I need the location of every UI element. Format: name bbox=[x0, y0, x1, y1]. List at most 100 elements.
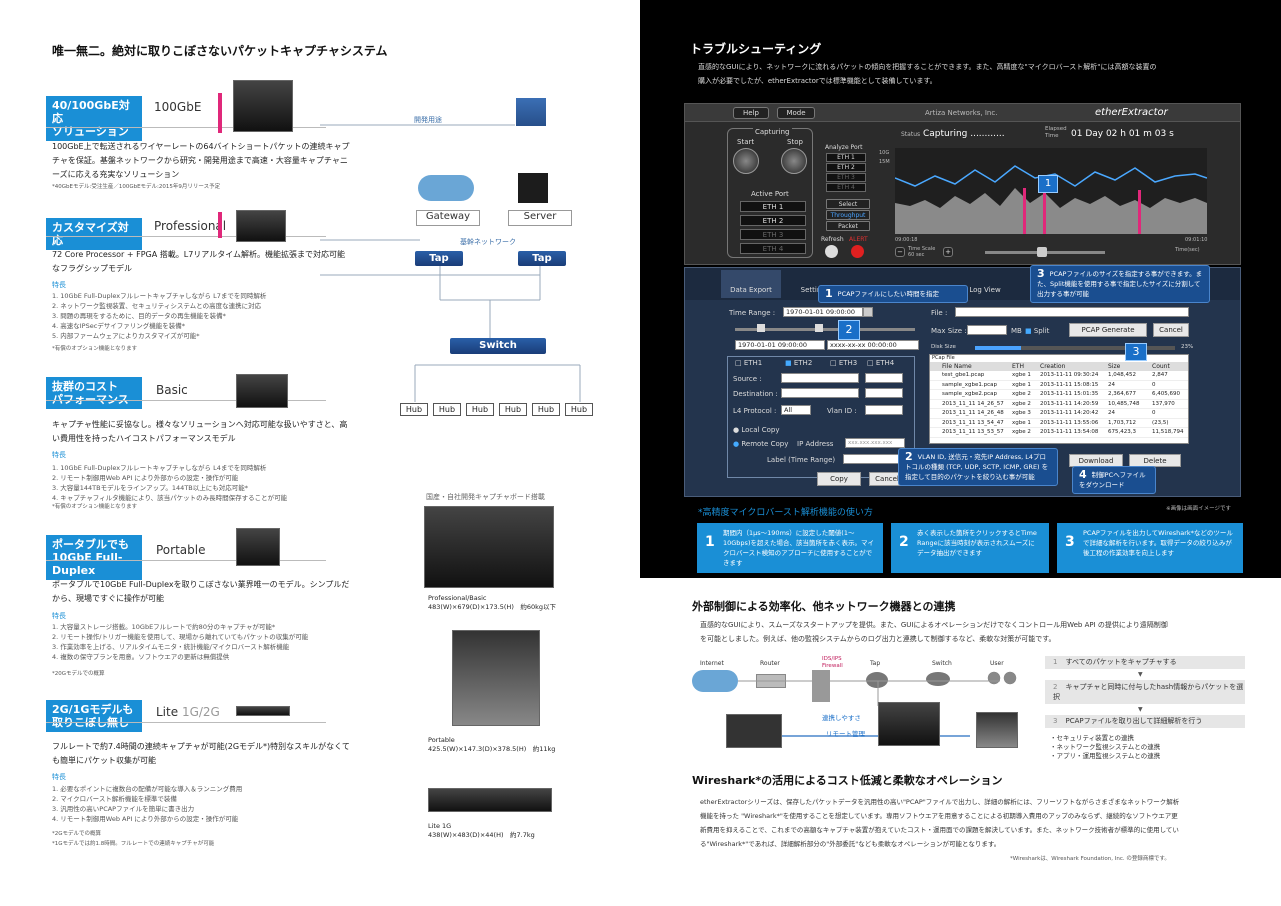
active-port-eth3[interactable]: ETH 3 bbox=[740, 229, 806, 240]
file-label: File : bbox=[931, 309, 948, 317]
pcap-generate-button[interactable]: PCAP Generate bbox=[1069, 323, 1147, 337]
max-size-field[interactable] bbox=[967, 325, 1007, 335]
table-header: File Name ETH Creation Size Count bbox=[930, 362, 1188, 371]
copy-button[interactable]: Copy bbox=[817, 472, 861, 486]
cat3-feat-title: 特長 bbox=[52, 451, 66, 459]
disk-usage-percent: 23% bbox=[1181, 344, 1194, 350]
elapsed-label: Elapsed Time bbox=[1045, 126, 1067, 139]
cat4-desc: ポータブルで10GbE Full-Duplexを取りこぼさない業界唯一のモデル。… bbox=[52, 580, 350, 603]
tab-log-view[interactable]: Log View bbox=[969, 286, 1001, 294]
stop-button[interactable] bbox=[781, 148, 807, 174]
source-port-field[interactable] bbox=[865, 373, 903, 383]
remote-copy-option[interactable]: ● Remote Copy bbox=[733, 440, 789, 448]
tap-right: Tap bbox=[518, 251, 566, 266]
table-cell: 2013_11_11 14_26_57 bbox=[942, 400, 1004, 407]
active-port-eth4[interactable]: ETH 4 bbox=[740, 243, 806, 254]
filter-eth2[interactable]: ■ ETH2 bbox=[785, 359, 813, 367]
time-range-field[interactable]: 1970-01-01 09:00:00 bbox=[783, 307, 863, 317]
table-cell: 2013-11-11 15:08:15 bbox=[1040, 381, 1099, 388]
cat5-device-image bbox=[236, 706, 290, 716]
analyze-port-eth1[interactable]: ETH 1 bbox=[826, 153, 866, 162]
app-capture-panel: Help Mode Artiza Networks, Inc. etherExt… bbox=[684, 103, 1241, 265]
active-port-eth2[interactable]: ETH 2 bbox=[740, 215, 806, 226]
ip-address-field[interactable]: xxx.xxx.xxx.xxx bbox=[845, 438, 905, 448]
flow-step-1-text: すべてのパケットをキャプチャする bbox=[1065, 658, 1177, 666]
flow-arrow: ▼ bbox=[1138, 671, 1143, 678]
tap-left: Tap bbox=[415, 251, 463, 266]
packet-button[interactable]: Packet bbox=[826, 221, 870, 231]
network-diagram-lines bbox=[320, 124, 581, 402]
throughput-graph[interactable] bbox=[894, 148, 1208, 234]
start-button[interactable] bbox=[733, 148, 759, 174]
filter-eth4[interactable]: □ ETH4 bbox=[867, 359, 895, 367]
destination-field[interactable] bbox=[781, 388, 859, 398]
range-slider[interactable] bbox=[735, 328, 915, 331]
active-port-eth1[interactable]: ETH 1 bbox=[740, 201, 806, 212]
callout-2-num: 2 bbox=[905, 450, 913, 463]
split-checkbox[interactable]: ■ Split bbox=[1025, 327, 1050, 335]
file-field[interactable] bbox=[955, 307, 1189, 317]
local-copy-option[interactable]: ● Local Copy bbox=[733, 426, 780, 434]
status-label: Status bbox=[901, 131, 921, 138]
throughput-button[interactable]: Throughput bbox=[826, 210, 870, 220]
pcap-cancel-button[interactable]: Cancel bbox=[1153, 323, 1189, 337]
analyze-port-eth2[interactable]: ETH 2 bbox=[826, 163, 866, 172]
firewall-icon bbox=[812, 670, 830, 702]
usage-step-3-num: 3 bbox=[1065, 534, 1075, 550]
cat5-feat-title: 特長 bbox=[52, 773, 66, 781]
connector-bar bbox=[218, 93, 222, 133]
portable-unit-image bbox=[976, 712, 1018, 748]
graph-y-15m: 15M bbox=[879, 159, 890, 165]
mode-button[interactable]: Mode bbox=[777, 107, 815, 119]
end-time-field[interactable]: xxxx-xx-xx 00:00:00 bbox=[827, 340, 919, 350]
product-spec: 483(W)×679(D)×173.5(H) 約60kg以下 bbox=[428, 603, 557, 611]
user-group-icon bbox=[982, 670, 1022, 690]
start-time-field[interactable]: 1970-01-01 09:00:00 bbox=[735, 340, 825, 350]
range-handle-start[interactable] bbox=[757, 324, 765, 332]
tab-settings[interactable]: Settings bbox=[800, 286, 830, 294]
range-handle-end[interactable] bbox=[815, 324, 823, 332]
status-value: Capturing ............ bbox=[923, 129, 1005, 139]
diagram-internet-label: Internet bbox=[700, 660, 724, 667]
filter-eth3[interactable]: □ ETH3 bbox=[830, 359, 858, 367]
cat1-tier: 100GbE bbox=[154, 100, 202, 114]
time-range-dropdown[interactable] bbox=[863, 307, 873, 317]
tab-data-export[interactable]: Data Export bbox=[721, 270, 781, 298]
integration-bullet: ・ネットワーク監視システムとの連携 bbox=[1050, 743, 1161, 751]
vlan-field[interactable] bbox=[865, 405, 903, 415]
cat4-badge: ポータブルでも 10GbE Full-Duplex bbox=[46, 535, 142, 580]
graph-svg bbox=[894, 165, 1208, 234]
help-button[interactable]: Help bbox=[733, 107, 769, 119]
time-slider-handle[interactable] bbox=[1037, 247, 1047, 257]
marker-2: 2 bbox=[838, 320, 860, 340]
table-cell: 2013-11-11 14:20:59 bbox=[1040, 400, 1099, 407]
source-field[interactable] bbox=[781, 373, 859, 383]
screen-note: ※画像は画面イメージです bbox=[1166, 506, 1231, 512]
zoom-out-button[interactable]: − bbox=[895, 247, 905, 257]
analyze-port-eth3[interactable]: ETH 3 bbox=[826, 173, 866, 182]
table-cell: 24 bbox=[1108, 410, 1115, 416]
table-cell: 1,703,712 bbox=[1108, 419, 1136, 426]
cat1-badge-line1: 40/100GbE対応 bbox=[52, 99, 130, 125]
destination-port-field[interactable] bbox=[865, 388, 903, 398]
select-button[interactable]: Select bbox=[826, 199, 870, 209]
callout-3-text: PCAPファイルのサイズを指定する事ができます。また、Split機能を使用する事… bbox=[1037, 270, 1203, 298]
analyze-port-eth4[interactable]: ETH 4 bbox=[826, 183, 866, 192]
l4-protocol-select[interactable]: All bbox=[781, 405, 811, 415]
vlan-label: Vlan ID : bbox=[827, 407, 857, 415]
portable-image bbox=[452, 630, 540, 726]
label-time-field[interactable] bbox=[843, 454, 905, 464]
cat3-badge: 抜群のコスト パフォーマンス bbox=[46, 377, 142, 409]
zoom-in-button[interactable]: + bbox=[943, 247, 953, 257]
cat5-badge-line1: 2G/1Gモデルも bbox=[52, 703, 134, 716]
filter-eth1[interactable]: □ ETH1 bbox=[735, 359, 763, 367]
refresh-icon[interactable] bbox=[825, 245, 838, 258]
